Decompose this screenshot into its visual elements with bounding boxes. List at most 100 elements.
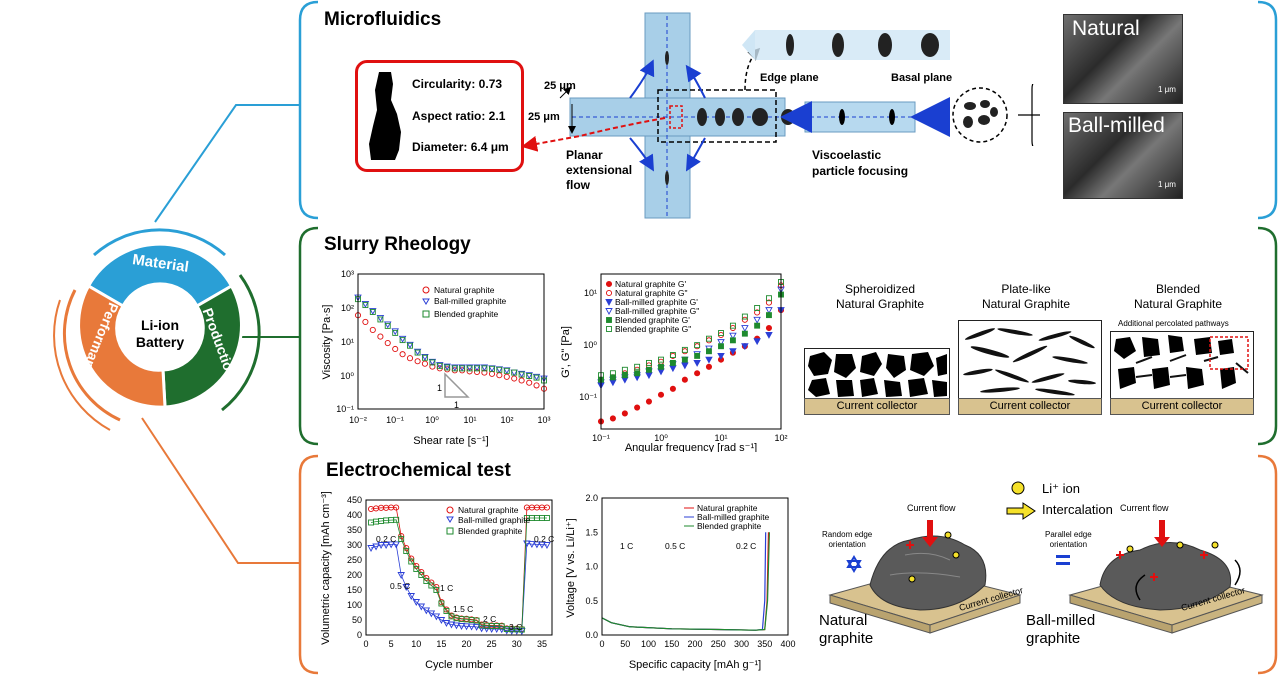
cap-point-s1-28: [508, 627, 516, 635]
visc-point-s1-7: [406, 341, 414, 349]
visc-ytick-3: 10⁰: [340, 371, 354, 381]
ballmilled-sem-image: [1063, 112, 1183, 199]
visc-point-s2-23: [526, 373, 533, 379]
visc-point-s1-3: [376, 314, 385, 322]
cap-point-s2-9: [413, 566, 420, 572]
mod-legend-4: Blended graphite G': [615, 315, 690, 325]
cap-point-s1-27: [502, 627, 511, 635]
visc-point-s1-11: [436, 362, 444, 370]
intercalation-arrow-icon: [1006, 502, 1036, 520]
particle-silhouette: [369, 72, 401, 160]
li-ion-label: Li⁺ ion: [1042, 481, 1080, 496]
mod-point-s2-10: [717, 352, 725, 360]
visc-point-s0-6: [399, 351, 406, 358]
mod-legend-marker-5: [606, 326, 612, 332]
mod-point-s3-14: [765, 307, 773, 315]
mod-point-s1-10: [717, 331, 725, 339]
ring-material: [86, 242, 234, 309]
mod-point-s4-3: [634, 370, 641, 377]
volt-rate-1: 0.5 C: [665, 541, 685, 551]
visc-xtick-3: 10¹: [463, 415, 476, 425]
visc-point-s0-8: [414, 358, 421, 365]
mod-point-s5-4: [646, 359, 652, 366]
visc-point-s2-22: [518, 371, 525, 378]
mod-xtick-0: 10⁻¹: [592, 433, 610, 443]
mod-point-s4-8: [694, 352, 701, 359]
cap-point-s1-29: [513, 627, 521, 635]
mod-point-s4-4: [646, 366, 652, 373]
volt-xtick-4: 200: [687, 639, 702, 649]
mod-point-s1-7: [681, 348, 688, 355]
visc-point-s1-15: [465, 364, 474, 372]
visc-point-s1-23: [525, 372, 533, 380]
mod-legend-marker-2: [605, 299, 613, 306]
mod-point-s2-8: [693, 359, 701, 367]
mod-point-s0-2: [621, 410, 628, 417]
mod-point-s4-2: [621, 372, 628, 379]
mod-point-s0-5: [657, 391, 665, 398]
circularity-text: Circularity: 0.73: [412, 77, 503, 91]
mod-xtick-3: 10²: [774, 433, 787, 443]
visc-point-s1-1: [361, 300, 370, 308]
natural-scale: 1 μm: [1158, 85, 1176, 94]
visc-ytick-2: 10¹: [341, 337, 354, 347]
cap-point-s1-23: [482, 625, 491, 633]
cap-ytick-2: 100: [347, 600, 362, 610]
visc-point-s0-7: [406, 355, 414, 362]
volt-xtick-7: 350: [757, 639, 772, 649]
visc-point-s1-8: [413, 348, 422, 356]
rate-label-3: 1.5 C: [453, 604, 473, 614]
visc-point-s2-6: [399, 337, 406, 344]
cap-point-s2-12: [428, 582, 435, 589]
cap-point-s1-17: [452, 622, 461, 630]
panel3-particles: [1114, 335, 1249, 389]
mod-point-s0-3: [634, 404, 641, 411]
mod-ylabel: G', G" [Pa]: [560, 326, 572, 378]
visc-point-s1-13: [451, 364, 459, 372]
slope-label-1: 1: [454, 400, 459, 410]
modulus-chart: 10⁻¹ 10⁰ 10¹ 10² 10¹ 10⁰ 10⁻¹ Angular fr…: [560, 273, 788, 452]
mod-point-s5-12: [741, 313, 748, 320]
cap-ytick-4: 200: [347, 570, 362, 580]
mod-point-s2-7: [681, 362, 689, 370]
electrochem-title: Electrochemical test: [326, 460, 511, 481]
mod-point-s4-14: [766, 312, 772, 319]
outer-arc-performance: [62, 289, 121, 422]
visc-ytick-0: 10³: [341, 269, 354, 279]
natural-electrode-diagram: [828, 520, 1022, 634]
cap-point-s1-32: [528, 541, 536, 549]
volt-xlabel: Specific capacity [mAh g⁻¹]: [629, 659, 761, 671]
cap-ytick-7: 350: [347, 525, 362, 535]
slope-label-0: 1: [437, 383, 442, 393]
panel2-title-2: Natural Graphite: [981, 297, 1071, 311]
cap-point-s1-20: [467, 623, 476, 631]
visc-xtick-4: 10²: [500, 415, 513, 425]
cap-xtick-6: 30: [512, 639, 522, 649]
panel3-collector: Current collector: [1110, 398, 1254, 415]
mod-xtick-2: 10¹: [714, 433, 727, 443]
visc-point-s0-15: [466, 368, 473, 375]
cap-point-s1-18: [457, 623, 466, 630]
cap-point-s1-16: [447, 621, 456, 629]
visc-point-s2-18: [489, 365, 495, 372]
ring-performance: [77, 283, 167, 409]
volt-xtick-6: 300: [734, 639, 749, 649]
cap-point-s1-6: [397, 572, 405, 579]
cap-point-s2-5: [393, 516, 400, 523]
visc-xtick-2: 10⁰: [425, 415, 439, 425]
mod-point-s1-12: [741, 316, 748, 323]
ring-production: [161, 283, 243, 409]
volt-ytick-1: 0.5: [585, 596, 598, 606]
cap-point-s1-24: [487, 626, 496, 633]
cap-point-s2-11: [423, 578, 430, 584]
visc-point-s1-24: [532, 373, 541, 381]
panel1-title-2: Natural Graphite: [835, 297, 925, 311]
mod-legend-2: Ball-milled graphite G': [615, 297, 698, 307]
cap-ytick-0: 0: [357, 630, 362, 640]
visc-point-s0-5: [392, 345, 399, 353]
cap-point-s1-8: [407, 593, 416, 600]
visc-point-s0-9: [421, 360, 428, 367]
visc-ytick-1: 10²: [341, 303, 354, 313]
